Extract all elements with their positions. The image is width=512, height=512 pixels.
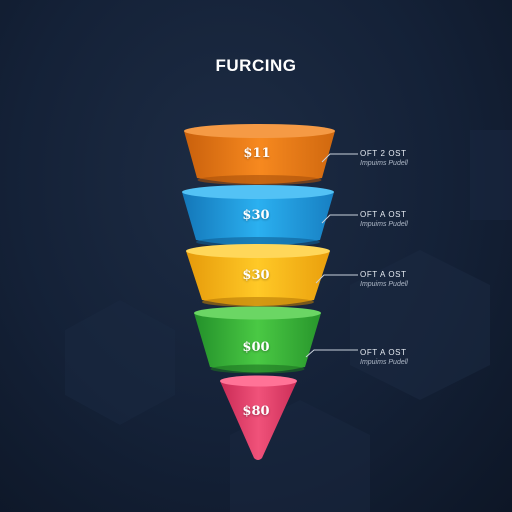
annotation-1: OFT 2 OST Impuims Pudell (360, 149, 510, 168)
segment-value-5: $80 (242, 404, 270, 419)
funnel-segment-1 (184, 124, 335, 185)
segment-value-1: $11 (243, 146, 271, 161)
funnel-segment-4 (194, 306, 321, 374)
annotation-title: OFT A OST (360, 210, 407, 219)
funnel-segment-5 (220, 375, 297, 460)
annotation-connectors (305, 153, 358, 358)
annotation-3: OFT A OST Impuims Pudell (360, 270, 510, 289)
annotation-2: OFT A OST Impuims Pudell (360, 210, 510, 229)
annotation-subtitle: Impuims Pudell (360, 160, 408, 167)
annotation-title: OFT 2 OST (360, 149, 407, 158)
segment-value-4: $00 (242, 340, 270, 355)
annotation-title: OFT A OST (360, 270, 407, 279)
segment-value-2: $30 (242, 208, 270, 223)
annotation-4: OFT A OST Impuims Pudell (360, 348, 510, 367)
annotation-subtitle: Impuims Pudell (360, 281, 408, 288)
annotation-title: OFT A OST (360, 348, 407, 357)
segment-value-3: $30 (242, 268, 270, 283)
page-title: FURCING (215, 56, 297, 75)
funnel-segment-3 (186, 244, 330, 307)
annotation-subtitle: Impuims Pudell (360, 221, 408, 228)
annotation-subtitle: Impuims Pudell (360, 359, 408, 366)
funnel-segment-2 (182, 185, 334, 247)
